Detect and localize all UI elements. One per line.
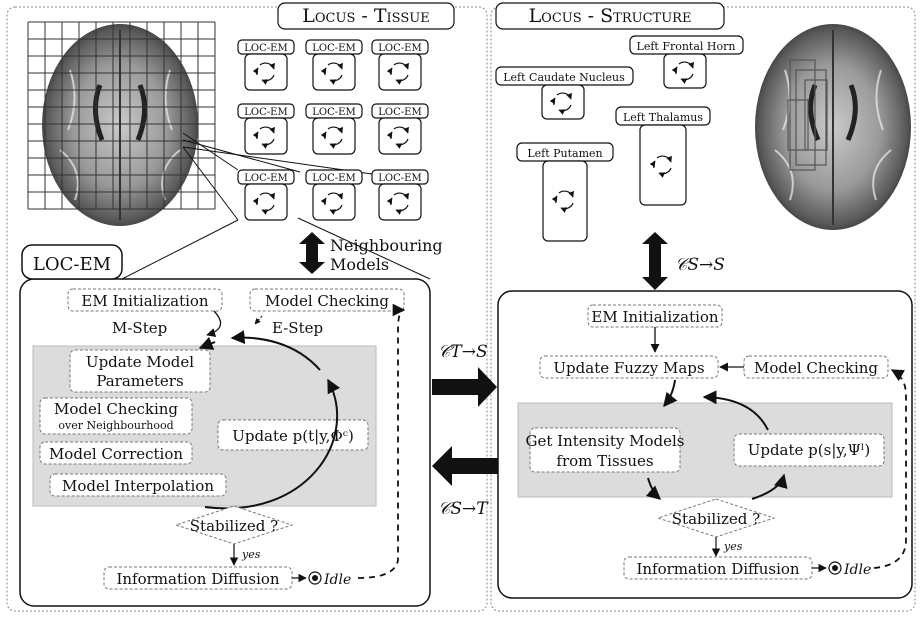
loc-em-model-1: LOC-EM — [237, 39, 295, 91]
tissue-stabilized: Stabilized ? — [190, 517, 278, 535]
get-intensity-box — [529, 427, 681, 473]
caudate-label: Left Caudate Nucleus — [503, 71, 625, 84]
struct-update-p-box — [733, 433, 885, 467]
model-interpolation: Model Interpolation — [62, 477, 214, 495]
tissue-info-diffusion: Information Diffusion — [116, 570, 279, 588]
tissue-model-checking: Model Checking — [265, 292, 389, 310]
loc-em-model-label: LOC-EM — [312, 43, 355, 54]
structure-coupling-arrow — [642, 232, 668, 290]
update-fuzzy-box — [539, 355, 719, 379]
loc-em-model-label: LOC-EM — [378, 173, 421, 184]
loc-em-model-label: LOC-EM — [312, 173, 355, 184]
tissue-update-p-box — [217, 419, 369, 451]
loc-em-model-9: LOC-EM — [371, 169, 429, 221]
structure-title-frame — [495, 2, 725, 30]
frontal-horn-label: Left Frontal Horn — [637, 40, 736, 53]
loc-em-model-label: LOC-EM — [244, 173, 287, 184]
model-checking-neigh-2: over Neighbourhood — [58, 419, 173, 432]
coupling-s-to-s: 𝒞S→S — [675, 255, 725, 275]
coupling-t-to-s-arrow — [432, 367, 497, 407]
update-model-params-box — [69, 349, 211, 393]
putamen-label: Left Putamen — [527, 147, 602, 160]
update-params-2: Parameters — [96, 372, 183, 390]
loc-em-model-label: LOC-EM — [244, 107, 287, 118]
struct-yes: yes — [723, 540, 743, 553]
struct-update-p: Update p(s|y,Ψˡ) — [748, 441, 871, 459]
coupling-t-to-s: 𝒞T→S — [438, 342, 488, 362]
update-fuzzy: Update Fuzzy Maps — [553, 359, 704, 377]
loc-em-model-label: LOC-EM — [244, 43, 287, 54]
neighbouring-label-2: Models — [330, 255, 389, 274]
e-step-label: E-Step — [272, 319, 323, 337]
brain-image-structure — [755, 24, 911, 230]
struct-model-checking-box — [743, 355, 889, 379]
neighbouring-label-1: Neighbouring — [330, 236, 443, 255]
update-params-1: Update Model — [86, 353, 194, 371]
loc-em-model-label: LOC-EM — [378, 43, 421, 54]
m-step-label: M-Step — [112, 319, 167, 337]
coupling-s-to-t-arrow — [432, 446, 500, 486]
struct-info-diffusion: Information Diffusion — [636, 560, 799, 578]
frontal-horn-model — [663, 53, 707, 89]
struct-em-init-box — [587, 304, 723, 328]
tissue-update-p: Update p(t|y,Φᶜ) — [232, 427, 354, 445]
loc-em-model-6: LOC-EM — [371, 103, 429, 155]
model-checking-neigh-box — [39, 397, 193, 435]
putamen-model — [542, 160, 588, 242]
model-correction-box — [39, 441, 193, 465]
structure-panel-title: Locus - Structure — [529, 5, 692, 27]
tissue-em-init-box — [67, 288, 223, 312]
loc-em-title-frame — [21, 244, 123, 280]
loc-em-title: LOC-EM — [33, 254, 111, 275]
struct-stabilized: Stabilized ? — [672, 510, 760, 528]
get-intensity-1: Get Intensity Models — [526, 432, 685, 450]
thalamus-label: Left Thalamus — [623, 111, 703, 124]
model-checking-neigh-1: Model Checking — [54, 400, 178, 418]
tissue-title-frame — [277, 2, 455, 30]
loc-em-model-grid: LOC-EM LOC-EM LOC-EM LOC-EM LOC-EM LOC-EM LOC-… — [237, 39, 429, 221]
structure-models: Left Frontal Horn Left Caudate Nucleus L… — [495, 35, 744, 242]
model-interpolation-box — [49, 473, 227, 497]
brain-image-tissue — [27, 21, 216, 226]
tissue-panel-border — [6, 6, 488, 612]
struct-idle: Idle — [843, 562, 871, 578]
loc-em-model-8: LOC-EM — [305, 169, 363, 221]
thalamus-model — [639, 124, 687, 206]
tissue-em-init: EM Initialization — [81, 292, 209, 310]
loc-em-model-5: LOC-EM — [305, 103, 363, 155]
loc-em-model-label: LOC-EM — [378, 107, 421, 118]
loc-em-model-7: LOC-EM — [237, 169, 295, 221]
loc-em-model-4: LOC-EM — [237, 103, 295, 155]
caudate-model — [541, 84, 585, 120]
tissue-yes: yes — [241, 548, 261, 561]
loc-em-model-label: LOC-EM — [312, 107, 355, 118]
model-correction: Model Correction — [49, 445, 183, 463]
struct-em-init: EM Initialization — [591, 308, 719, 326]
loc-em-model-2: LOC-EM — [305, 39, 363, 91]
coupling-s-to-t: 𝒞S→T — [438, 499, 489, 519]
neighbouring-arrow — [299, 232, 325, 274]
tissue-idle: Idle — [323, 572, 351, 588]
tissue-model-checking-box — [249, 288, 405, 312]
get-intensity-2: from Tissues — [556, 452, 653, 470]
struct-model-checking: Model Checking — [754, 359, 878, 377]
loc-em-model-3: LOC-EM — [371, 39, 429, 91]
tissue-panel-title: Locus - Tissue — [302, 5, 429, 27]
